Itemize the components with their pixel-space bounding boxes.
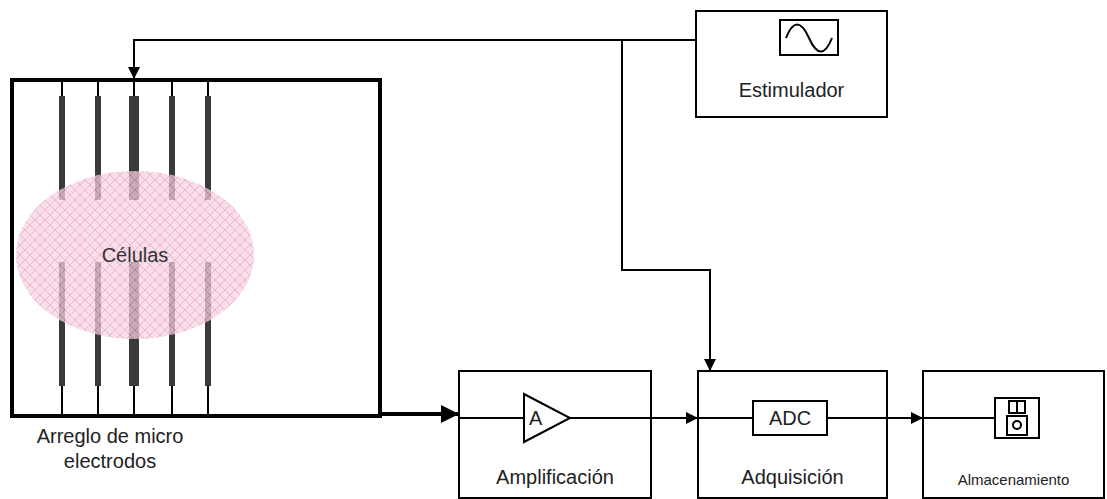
signal-connector <box>382 412 458 416</box>
signal-connector <box>134 40 695 78</box>
process-box: Amplificación A <box>458 370 652 499</box>
process-box: Estimulador <box>695 10 888 118</box>
electrode-array: Arreglo de micro electrodosCélulas <box>10 78 382 418</box>
node-label: A <box>529 406 542 430</box>
process-box: Adquisición ADC <box>697 370 888 499</box>
signal-connector <box>652 417 697 419</box>
node-label: Amplificación <box>496 465 614 489</box>
electrode <box>133 386 135 414</box>
electrode <box>205 96 211 200</box>
electrode <box>207 386 209 414</box>
node-label: Células <box>102 243 169 267</box>
electrode <box>59 96 65 200</box>
adc-box: ADC <box>752 400 828 436</box>
electrode <box>97 386 99 414</box>
signal-connector <box>888 417 922 419</box>
electrode <box>171 386 173 414</box>
cell-cluster: Células <box>15 170 255 340</box>
electrode <box>61 386 63 414</box>
array-label: Arreglo de micro electrodos <box>15 424 205 474</box>
sine-wave <box>786 25 832 52</box>
cell-ellipse-shape <box>16 171 254 339</box>
process-box: Almacenamiento <box>922 370 1105 499</box>
disk-icon <box>995 398 1039 438</box>
node-label: Estimulador <box>739 78 845 102</box>
amplifier-symbol: A <box>523 393 571 443</box>
sine-symbol <box>780 20 838 55</box>
triangle-shape <box>524 394 570 442</box>
node-label: ADC <box>769 406 811 430</box>
node-label: Adquisición <box>741 465 843 489</box>
node-label: Almacenamiento <box>958 471 1070 489</box>
